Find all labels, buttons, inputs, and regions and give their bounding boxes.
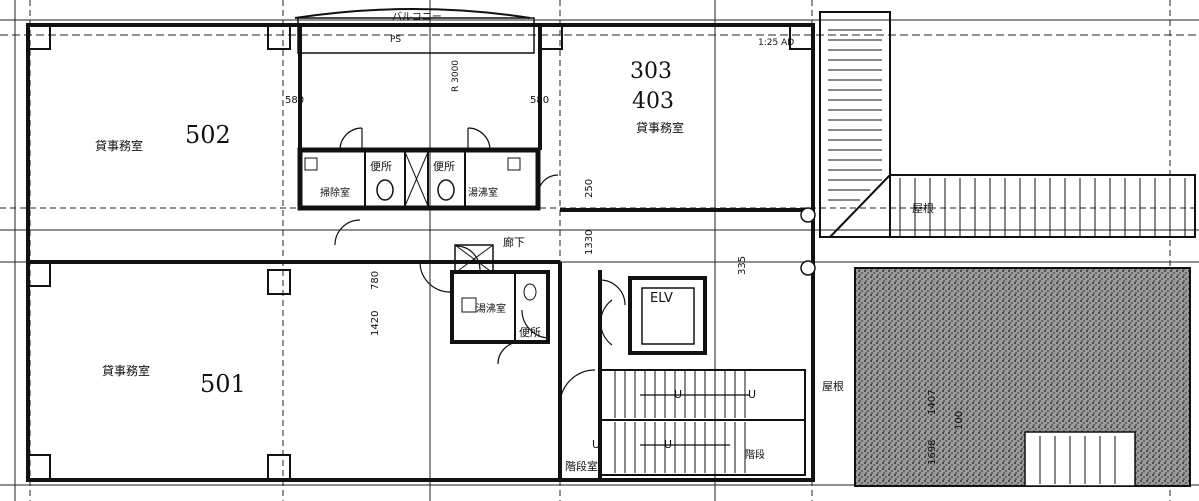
pit-label: PS <box>390 35 401 45</box>
dim-1698: 1698 <box>927 440 938 465</box>
restroom-block-upper: 便所 便所 掃除室 湯沸室 <box>297 147 541 211</box>
dim-1420: 1420 <box>370 311 381 336</box>
toilet-lower-label: 便所 <box>519 326 541 339</box>
storage-lower-label: 湯沸室 <box>476 302 506 315</box>
stair-up-4: U <box>664 438 672 451</box>
toilet-right-label: 便所 <box>433 160 455 173</box>
toilet-left-label: 便所 <box>370 160 392 173</box>
dim-780: 780 <box>370 271 381 290</box>
dim-250: 250 <box>584 179 595 198</box>
dim-100: 100 <box>954 411 965 430</box>
stair-up-2: U <box>748 388 756 401</box>
columns <box>27 24 813 480</box>
roof-label-lower: 屋根 <box>822 379 844 393</box>
corridor-label: 廊下 <box>503 235 525 249</box>
room-number-502: 502 <box>185 121 231 149</box>
exterior-stair <box>819 11 891 238</box>
walls <box>26 23 815 482</box>
office-label-bottom-left: 貸事務室 <box>102 363 150 378</box>
dim-580-right: 580 <box>530 95 549 106</box>
stippled-roof <box>854 267 1191 487</box>
balcony-label: バルコニー <box>392 11 442 23</box>
restroom-block-lower: 湯沸室 便所 <box>450 244 550 344</box>
room-number-303: 303 <box>630 59 672 84</box>
balcony: バルコニー <box>294 8 535 54</box>
roof-label-right: 屋根 <box>912 201 934 215</box>
storage-right-label: 湯沸室 <box>468 186 498 199</box>
stair-up-1: U <box>674 388 682 401</box>
office-label-top-right: 貸事務室 <box>636 120 684 135</box>
storage-left-label: 掃除室 <box>320 186 350 199</box>
dim-1407: 1407 <box>927 390 938 415</box>
top-right-note: 1:25 AD <box>758 38 794 48</box>
office-label-top-left: 貸事務室 <box>95 138 143 153</box>
roof-strip <box>827 174 1196 238</box>
room-number-403: 403 <box>632 89 674 114</box>
stairs-label: 階段 <box>745 448 765 461</box>
radius-label: R 3000 <box>451 60 461 92</box>
dim-1330: 1330 <box>584 230 595 255</box>
door-swings <box>334 127 626 406</box>
elevator-label: ELV <box>650 291 673 306</box>
dim-335: 335 <box>737 256 748 275</box>
stair-hall-label: 階段室 <box>565 459 598 473</box>
grid-markers <box>800 207 816 276</box>
room-number-501: 501 <box>200 370 246 398</box>
elevator: ELV <box>628 276 707 355</box>
staircase <box>599 369 806 476</box>
stair-up-3: U <box>592 438 600 451</box>
dim-580-left: 580 <box>285 95 304 106</box>
